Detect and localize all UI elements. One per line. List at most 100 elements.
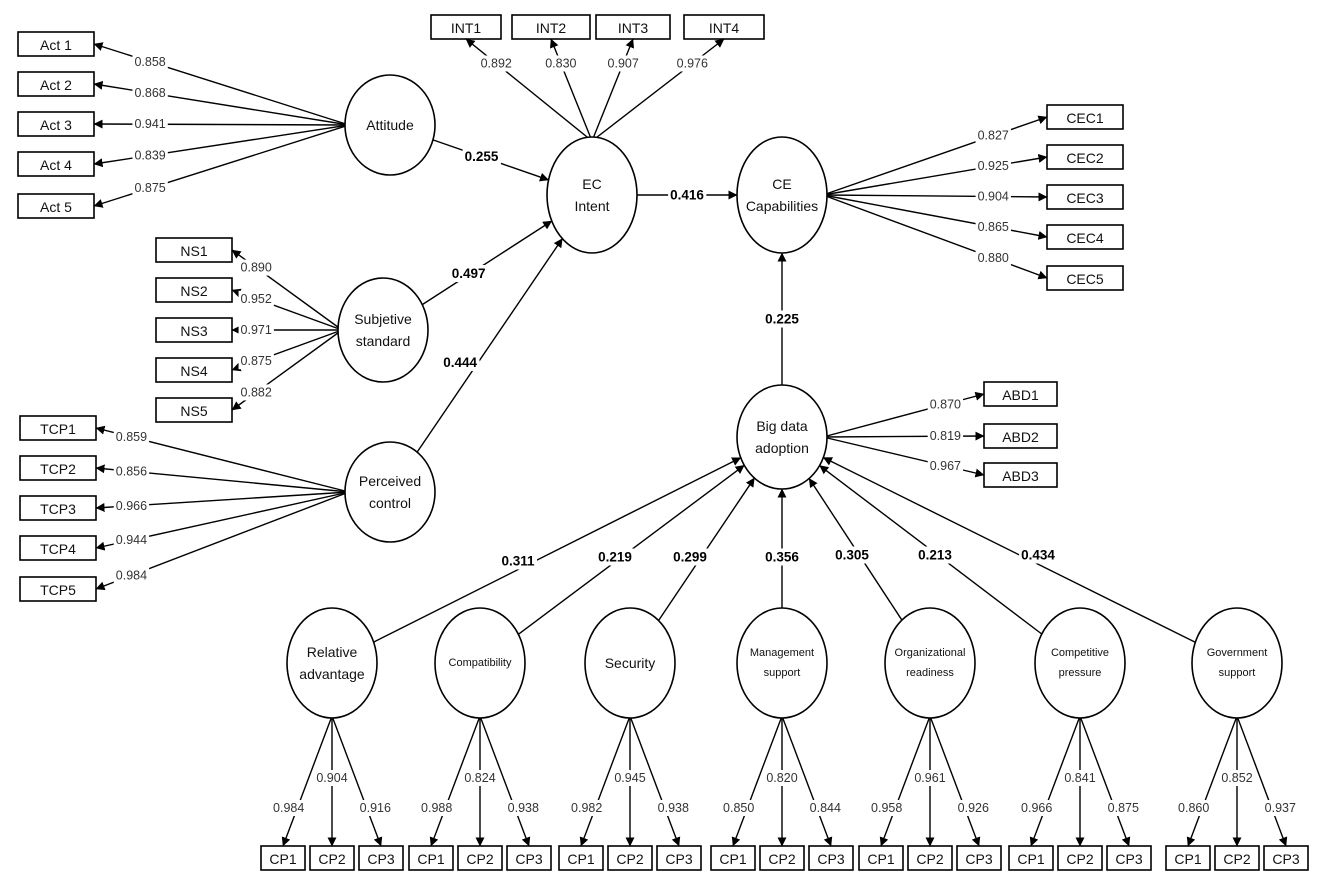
compatibility-path-coef-bg	[596, 548, 634, 566]
compatibility-loading-label-bg	[419, 800, 455, 816]
attitude-loading-label: 0.941	[134, 117, 165, 131]
perceived_control-loading-label: 0.856	[116, 464, 147, 478]
management_support-indicator-box-frame	[808, 845, 854, 871]
ce_capabilities-loading-label: 0.865	[978, 220, 1009, 234]
compatibility-indicator-edge	[479, 715, 531, 847]
big_data_adoption-indicator-box-frame	[983, 423, 1058, 449]
subjective_standard-name-line: standard	[356, 333, 410, 349]
relative_advantage-indicator-edge	[281, 715, 333, 847]
ce_capabilities-loading-label: 0.904	[978, 190, 1009, 204]
perceived_control-indicator-box-frame	[19, 495, 97, 521]
attitude-loading-label: 0.868	[134, 86, 165, 100]
organizational_readiness-loading-label: 0.926	[958, 801, 989, 815]
perceived_control-indicator-box-label: TCP2	[40, 461, 76, 477]
management_support-indicator-box: CP1	[710, 845, 756, 871]
ce_capabilities-loading-label-bg	[975, 127, 1011, 144]
ce_capabilities-indicator-box-label: CEC1	[1066, 110, 1104, 126]
relative_advantage-name-line: Relative	[307, 644, 358, 660]
big_data_adoption-path-coef-bg	[763, 310, 802, 328]
big_data_adoption-name-line: Big data	[756, 418, 808, 434]
perceived_control-loading-label-bg	[113, 497, 150, 514]
ec_intent-loading-label: 0.976	[677, 56, 708, 70]
ce_capabilities-indicator-box: CEC3	[1046, 184, 1124, 210]
compatibility-loading-label-bg	[462, 770, 498, 786]
organizational_readiness-indicator-edge	[929, 715, 981, 847]
ec_intent-indicator-box: INT1	[430, 14, 502, 40]
security-indicator-edge	[579, 715, 631, 847]
relative_advantage-indicator-box-label: CP3	[367, 851, 394, 867]
ce_capabilities-indicator-box-label: CEC3	[1066, 190, 1104, 206]
government_support-indicator-box: CP1	[1165, 845, 1211, 871]
government_support-path-coef: 0.434	[1021, 548, 1055, 563]
ce_capabilities-indicator-edge	[822, 153, 1048, 196]
government_support-loading-label-bg	[1176, 800, 1212, 816]
organizational_readiness-indicator-box-frame	[907, 845, 953, 871]
ec_intent-indicator-box: INT4	[683, 14, 765, 40]
ce_capabilities-indicator-box: CEC4	[1046, 224, 1124, 250]
compatibility-path-coef: 0.219	[598, 550, 632, 565]
management_support-path-coef: 0.356	[765, 550, 799, 565]
organizational_readiness-loading-label-bg	[869, 800, 905, 816]
ce_capabilities-loading-label: 0.880	[978, 251, 1009, 265]
ce_capabilities-indicator-box: CEC5	[1046, 265, 1124, 291]
management_support-loading-label-bg	[764, 770, 800, 786]
security-name-line: Security	[605, 655, 656, 671]
perceived_control-path-coef-bg	[441, 353, 480, 371]
organizational_readiness-indicator-edge	[879, 715, 931, 847]
ce_capabilities-indicator-box: CEC2	[1046, 144, 1124, 170]
perceived_control-indicator-box-label: TCP1	[40, 421, 76, 437]
ce_capabilities-loading-label-bg	[975, 158, 1011, 175]
government_support-indicator-box-label: CP2	[1223, 851, 1250, 867]
attitude-indicator-edge	[93, 124, 350, 168]
ce_capabilities-indicator-edge	[822, 115, 1048, 196]
competitive_pressure-indicator-box-label: CP1	[1017, 851, 1044, 867]
government_support-name-line: support	[1219, 667, 1256, 679]
perceived_control-indicator-box: TCP1	[19, 415, 97, 441]
relative_advantage-indicator-box-frame	[309, 845, 355, 871]
perceived_control-loading-label: 0.944	[116, 533, 147, 547]
organizational_readiness-indicator-box-label: CP3	[965, 851, 992, 867]
compatibility-indicator-edge	[429, 715, 481, 847]
ec_intent-loading-label-bg	[478, 55, 514, 72]
big_data_adoption-loading-label-bg	[927, 428, 964, 445]
government_support-path-coef-bg	[1019, 546, 1058, 564]
ce_capabilities-loading-label-bg	[975, 250, 1011, 267]
subjective_standard-indicator-box-label: NS5	[180, 403, 207, 419]
ce_capabilities-name-line: Capabilities	[746, 198, 818, 214]
organizational_readiness-loading-label: 0.958	[871, 801, 902, 815]
security-indicator-box-label: CP1	[567, 851, 594, 867]
attitude-indicator-box: Act 5	[17, 193, 95, 219]
attitude-loading-label-bg	[132, 85, 168, 102]
security-indicator-box: CP1	[558, 845, 604, 871]
relative_advantage-loading-label-bg	[271, 800, 307, 816]
relative_advantage-loading-label-bg	[357, 800, 394, 816]
security-loading-label-bg	[612, 770, 648, 786]
security-indicator-box: CP2	[607, 845, 653, 871]
perceived_control-indicator-box: TCP4	[19, 535, 97, 561]
perceived_control-indicator-box-frame	[19, 415, 97, 441]
attitude-indicator-edge	[93, 80, 350, 126]
government_support-loading-label: 0.937	[1265, 801, 1296, 815]
organizational_readiness-path-coef: 0.305	[835, 548, 869, 563]
ec_intent-indicator-box-frame	[511, 14, 591, 40]
perceived_control-loading-label: 0.984	[116, 568, 147, 582]
ec_intent-loading-label-bg	[674, 55, 711, 72]
relative_advantage-indicator-box-label: CP2	[318, 851, 345, 867]
security-loading-label-bg	[655, 800, 692, 816]
attitude-indicator-box: Act 2	[17, 71, 95, 97]
compatibility-indicator-box-label: CP1	[417, 851, 444, 867]
ce_capabilities-loading-label-bg	[975, 218, 1011, 235]
government_support-indicator-box-label: CP3	[1272, 851, 1299, 867]
compatibility-loading-label: 0.938	[508, 801, 539, 815]
compatibility-loading-label-bg	[505, 800, 542, 816]
big_data_adoption-indicator-box-frame	[983, 381, 1058, 407]
security-loading-label-bg	[569, 800, 605, 816]
big_data_adoption-indicator-box: ABD3	[983, 462, 1058, 488]
relative_advantage-indicator-box-frame	[358, 845, 404, 871]
organizational_readiness-loading-label-bg	[955, 800, 992, 816]
compatibility-indicator-box: CP3	[506, 845, 552, 871]
ec_intent-loading-label-bg	[543, 55, 579, 72]
management_support-indicator-edge	[781, 715, 833, 847]
